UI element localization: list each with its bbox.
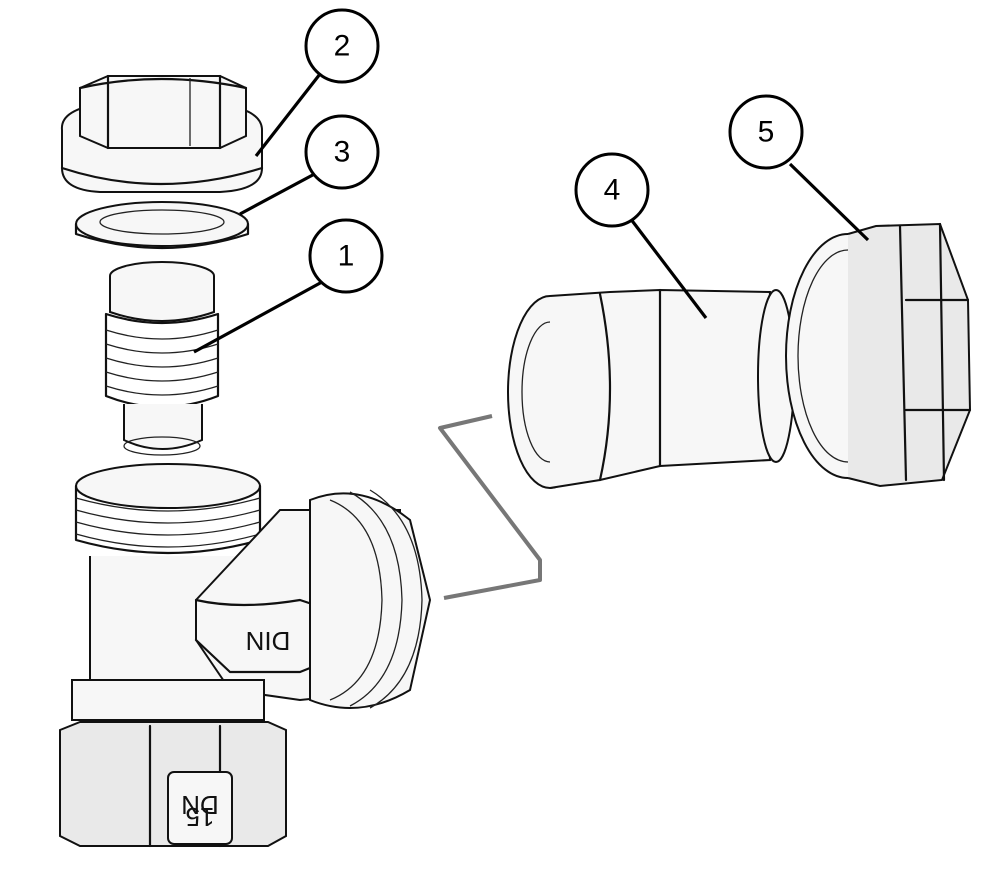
tee-nut-marking-line2: 15 xyxy=(186,802,215,832)
assembly-connector-line xyxy=(438,414,542,600)
callout-2-number: 2 xyxy=(334,30,351,63)
callout-1-leader xyxy=(193,280,323,354)
callout-3-leader xyxy=(239,168,323,216)
callout-2: 2 xyxy=(304,8,380,84)
compression-adapter-part xyxy=(507,288,795,489)
callout-5-number: 5 xyxy=(758,116,775,149)
callout-3: 3 xyxy=(304,114,380,190)
callout-4-number: 4 xyxy=(604,174,621,207)
callout-1: 1 xyxy=(308,218,384,294)
valve-insert-part xyxy=(104,261,220,456)
tee-body-part: DN 15 DIN xyxy=(59,463,432,848)
union-nut-part xyxy=(785,222,972,488)
callout-4-leader xyxy=(628,217,708,319)
hex-cap-part xyxy=(60,74,264,193)
callout-5: 5 xyxy=(728,94,804,170)
callout-3-number: 3 xyxy=(334,136,351,169)
washer-part xyxy=(74,201,250,250)
callout-4: 4 xyxy=(574,152,650,228)
callout-1-number: 1 xyxy=(338,240,355,273)
tee-nut-marking-line1: DN xyxy=(181,790,219,820)
callout-2-leader xyxy=(254,73,322,157)
callout-5-leader xyxy=(788,162,870,242)
tee-side-marking: DIN xyxy=(246,626,291,656)
